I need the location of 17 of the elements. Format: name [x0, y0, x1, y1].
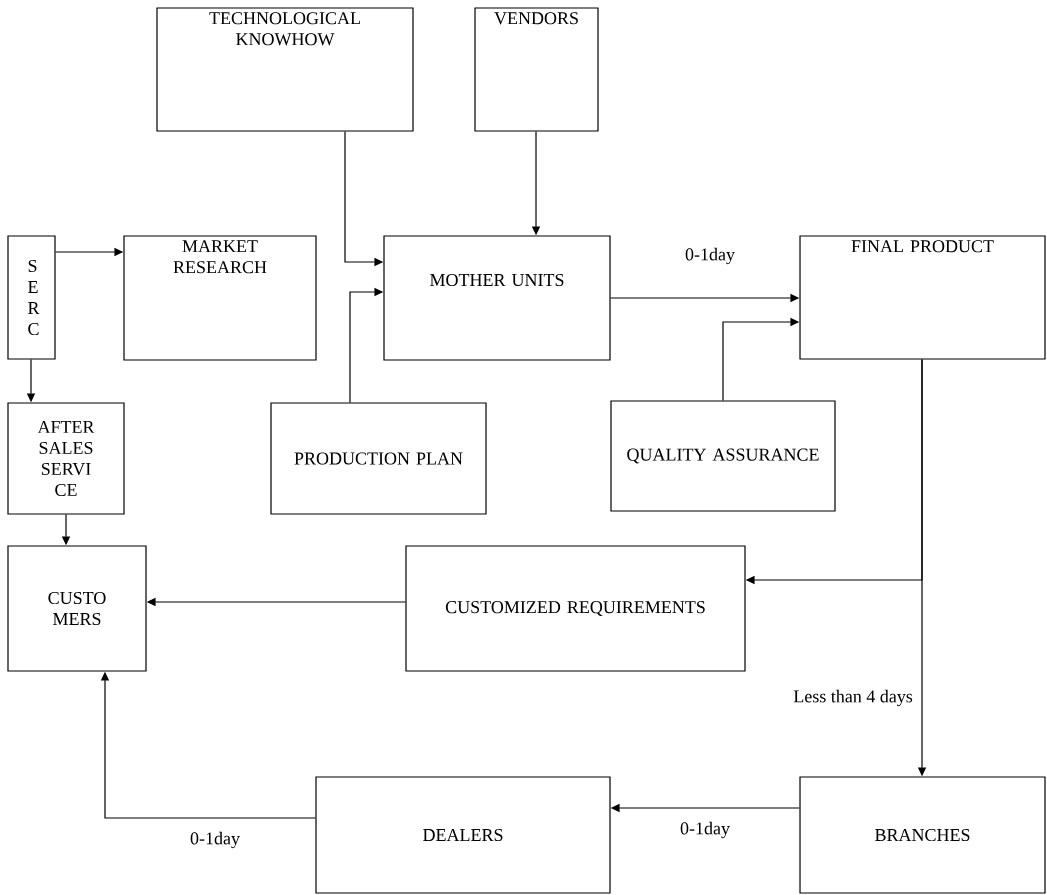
- process-box: AFTER SALES SERVI CE: [7, 402, 125, 515]
- process-box: BRANCHES: [799, 776, 1046, 894]
- process-box: S E R C: [7, 235, 56, 360]
- edge-label: Less than 4 days: [792, 688, 914, 708]
- edge-label: 0-1day: [684, 246, 736, 266]
- process-box: TECHNOLOGICAL KNOWHOW: [156, 7, 414, 132]
- process-box: MARKET RESEARCH: [123, 235, 317, 361]
- process-box: CUSTO MERS: [7, 545, 147, 672]
- process-box: DEALERS: [315, 776, 611, 894]
- edge-label: 0-1day: [679, 820, 731, 840]
- process-box: MOTHER UNITS: [383, 235, 611, 361]
- process-box: QUALITY ASSURANCE: [610, 400, 836, 512]
- process-box: PRODUCTION PLAN: [270, 402, 487, 515]
- process-box: VENDORS: [474, 7, 599, 132]
- process-box: CUSTOMIZED REQUIREMENTS: [405, 545, 746, 672]
- process-box: FINAL PRODUCT: [799, 235, 1046, 360]
- edge-label: 0-1day: [189, 830, 241, 850]
